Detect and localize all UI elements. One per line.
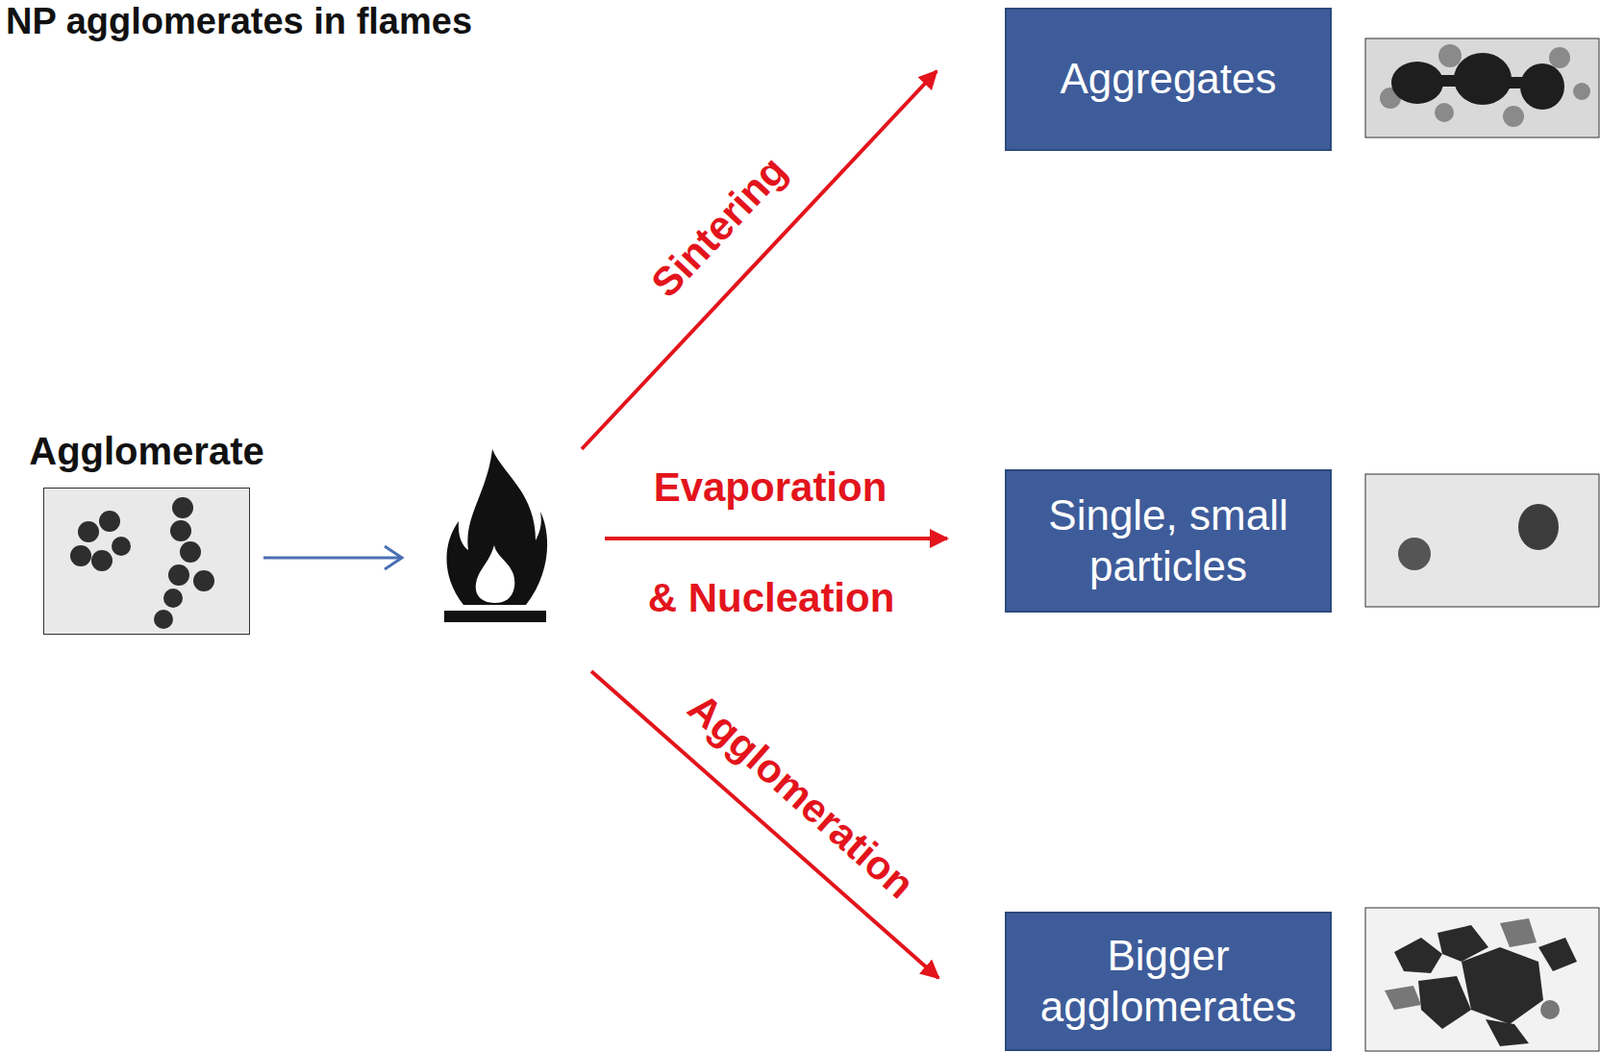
- process-label: Sintering: [643, 148, 796, 306]
- result-box: Aggregates: [1004, 7, 1332, 151]
- tem-image-input: [43, 487, 250, 635]
- tem-image-bigger: [1365, 907, 1600, 1051]
- result-box: Bigger agglomerates: [1004, 911, 1332, 1051]
- process-label: Evaporation: [653, 465, 888, 510]
- result-box: Single, small particles: [1004, 469, 1332, 613]
- flame-symbol: [444, 449, 548, 623]
- tem-image-aggregates: [1365, 38, 1600, 138]
- node-heading: Agglomerate: [28, 428, 265, 474]
- process-arrows: [581, 71, 948, 978]
- node-label: Single, small particles: [1006, 480, 1330, 602]
- image-frame: Agglomerate: [43, 487, 250, 635]
- tem-image-single: [1365, 474, 1600, 607]
- node-label: Bigger agglomerates: [1006, 921, 1330, 1043]
- input-arrow: [263, 546, 402, 570]
- process-label: Agglomeration: [679, 685, 924, 908]
- diagram-title: NP agglomerates in flames: [5, 1, 473, 43]
- node-label: Aggregates: [1046, 44, 1290, 115]
- process-label: & Nucleation: [648, 575, 896, 621]
